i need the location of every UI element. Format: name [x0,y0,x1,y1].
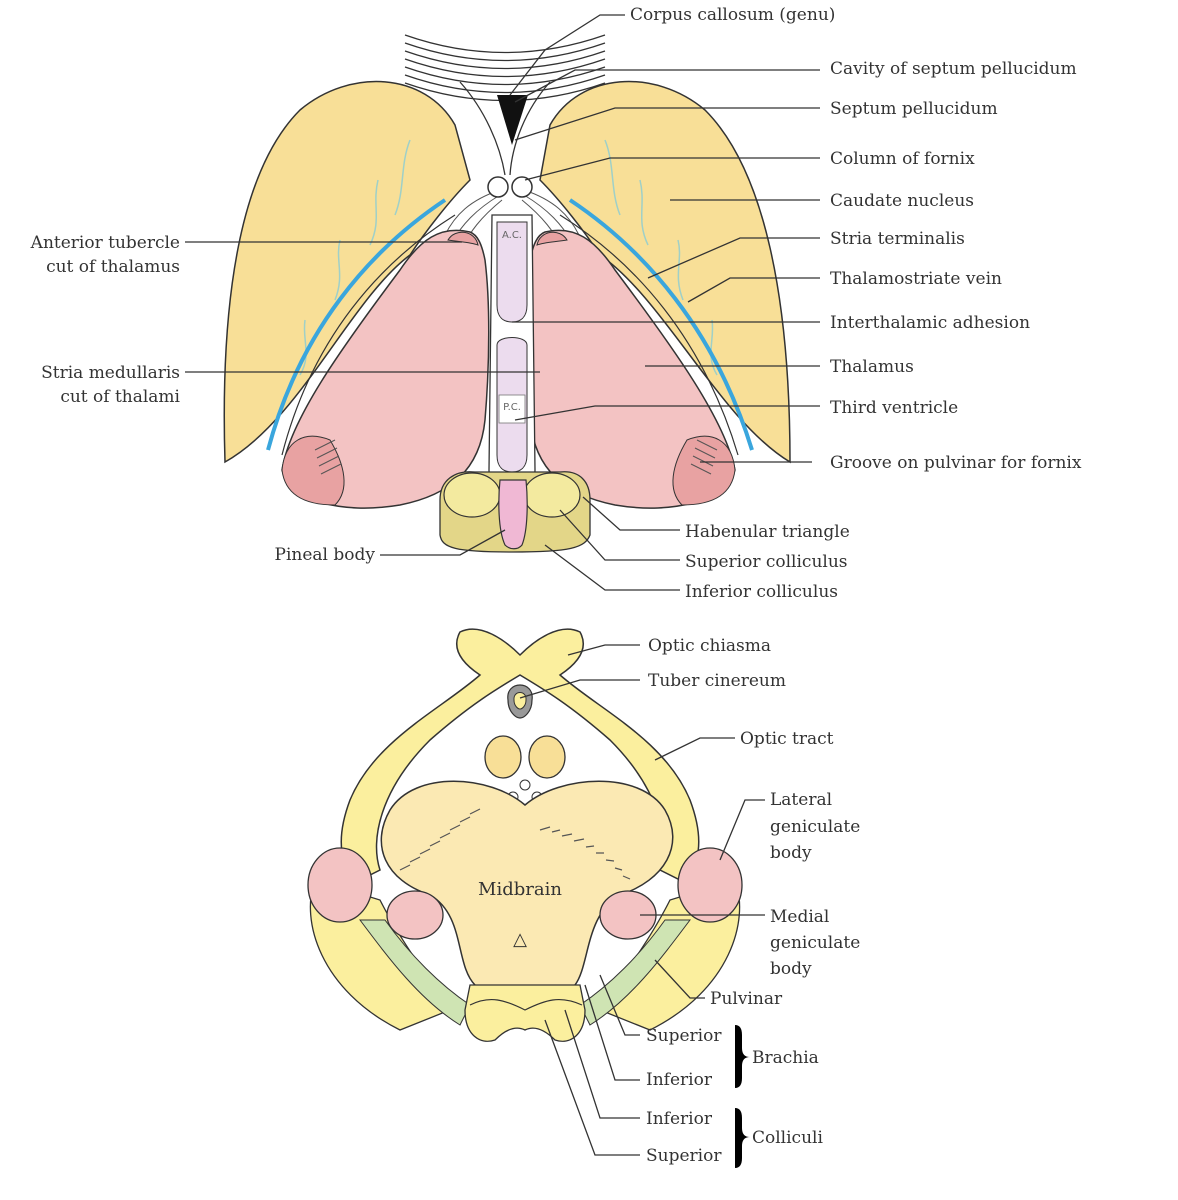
label-thalamus: Thalamus [830,357,914,377]
label-pulvinar: Pulvinar [710,989,783,1009]
upper-figure-thalamus-view: A.C. P.C. Corpus callosum (genu) Cavity … [30,5,1082,602]
label-colliculi-inferior: Inferior [646,1109,713,1129]
lateral-geniculate-right [677,847,743,923]
lower-figure-midbrain-view: Optic chiasma Tuber cinereum Optic tract… [307,628,860,1168]
corpus-callosum-genu [404,34,606,102]
label-inferior-colliculus: Inferior colliculus [685,582,838,602]
label-cavity-septum: Cavity of septum pellucidum [830,59,1077,79]
label-caudate-nucleus: Caudate nucleus [830,191,974,211]
label-groove-pulvinar: Groove on pulvinar for fornix [830,453,1082,473]
label-third-ventricle: Third ventricle [830,398,958,418]
label-anterior-tubercle-1: Anterior tubercle [30,233,180,253]
thalamostriate-vein-left [266,198,447,451]
label-mgb-3: body [770,959,812,979]
label-colliculi-superior: Superior [646,1146,722,1166]
label-septum-pellucidum: Septum pellucidum [830,99,998,119]
column-of-fornix-left [487,176,509,198]
label-pineal-body: Pineal body [275,545,376,565]
column-of-fornix-right [511,176,533,198]
stria-terminalis-right [559,214,739,456]
label-tuber-cinereum: Tuber cinereum [648,671,786,691]
tuber-cinereum-inner [513,692,527,710]
label-mgb-1: Medial [770,907,829,927]
pulvinar-groove-hatching [314,439,718,475]
label-lgb-3: body [770,843,812,863]
stria-terminalis-left [281,214,456,456]
label-optic-chiasma: Optic chiasma [648,636,771,656]
lateral-geniculate-left [307,847,373,923]
caudate-nucleus-left [223,80,471,464]
label-pc: P.C. [503,402,521,413]
label-habenular-triangle: Habenular triangle [685,522,850,542]
superior-colliculus-right [523,472,581,518]
colliculi-divider [469,998,583,1011]
substantia-nigra-hatching [399,808,631,880]
label-superior-colliculus: Superior colliculus [685,552,848,572]
label-midbrain: Midbrain [478,879,562,900]
label-interthalamic-adhesion: Interthalamic adhesion [830,313,1030,333]
label-brachia-inferior: Inferior [646,1070,713,1090]
cavity-septum-pellucidum-shape [497,95,528,145]
bottom-leader-lines [519,644,765,1168]
label-brachia: Brachia [752,1048,819,1068]
label-triangle-marker: △ [513,929,527,950]
label-corpus-callosum: Corpus callosum (genu) [630,5,835,25]
superior-colliculus-left [443,472,501,518]
label-lgb-1: Lateral [770,790,832,810]
label-stria-medullaris-1: Stria medullaris [41,363,180,383]
label-optic-tract: Optic tract [740,729,834,749]
top-leader-lines [185,14,820,591]
caudate-veinlets [299,139,718,376]
label-brachia-superior: Superior [646,1026,722,1046]
label-mgb-2: geniculate [770,933,860,953]
label-thalamostriate-vein: Thalamostriate vein [830,269,1002,289]
colliculi-lower [464,984,586,1042]
mammillary-body-right [528,735,566,779]
label-ac: A.C. [502,230,522,241]
posterior-commissure-box [498,394,526,424]
label-colliculi: Colliculi [752,1128,823,1148]
label-stria-medullaris-2: cut of thalami [60,387,180,407]
pineal-body [498,479,528,550]
label-stria-terminalis: Stria terminalis [830,229,965,249]
thalamus-left [281,229,490,509]
pulvinar-left [281,435,345,506]
mammillary-body-left [484,735,522,779]
label-lgb-2: geniculate [770,817,860,837]
label-anterior-tubercle-2: cut of thalamus [46,257,180,277]
anterior-tubercle-right [536,231,568,246]
septum-pellucidum [459,81,551,176]
medial-geniculate-left [386,890,444,940]
label-column-fornix: Column of fornix [830,149,975,169]
